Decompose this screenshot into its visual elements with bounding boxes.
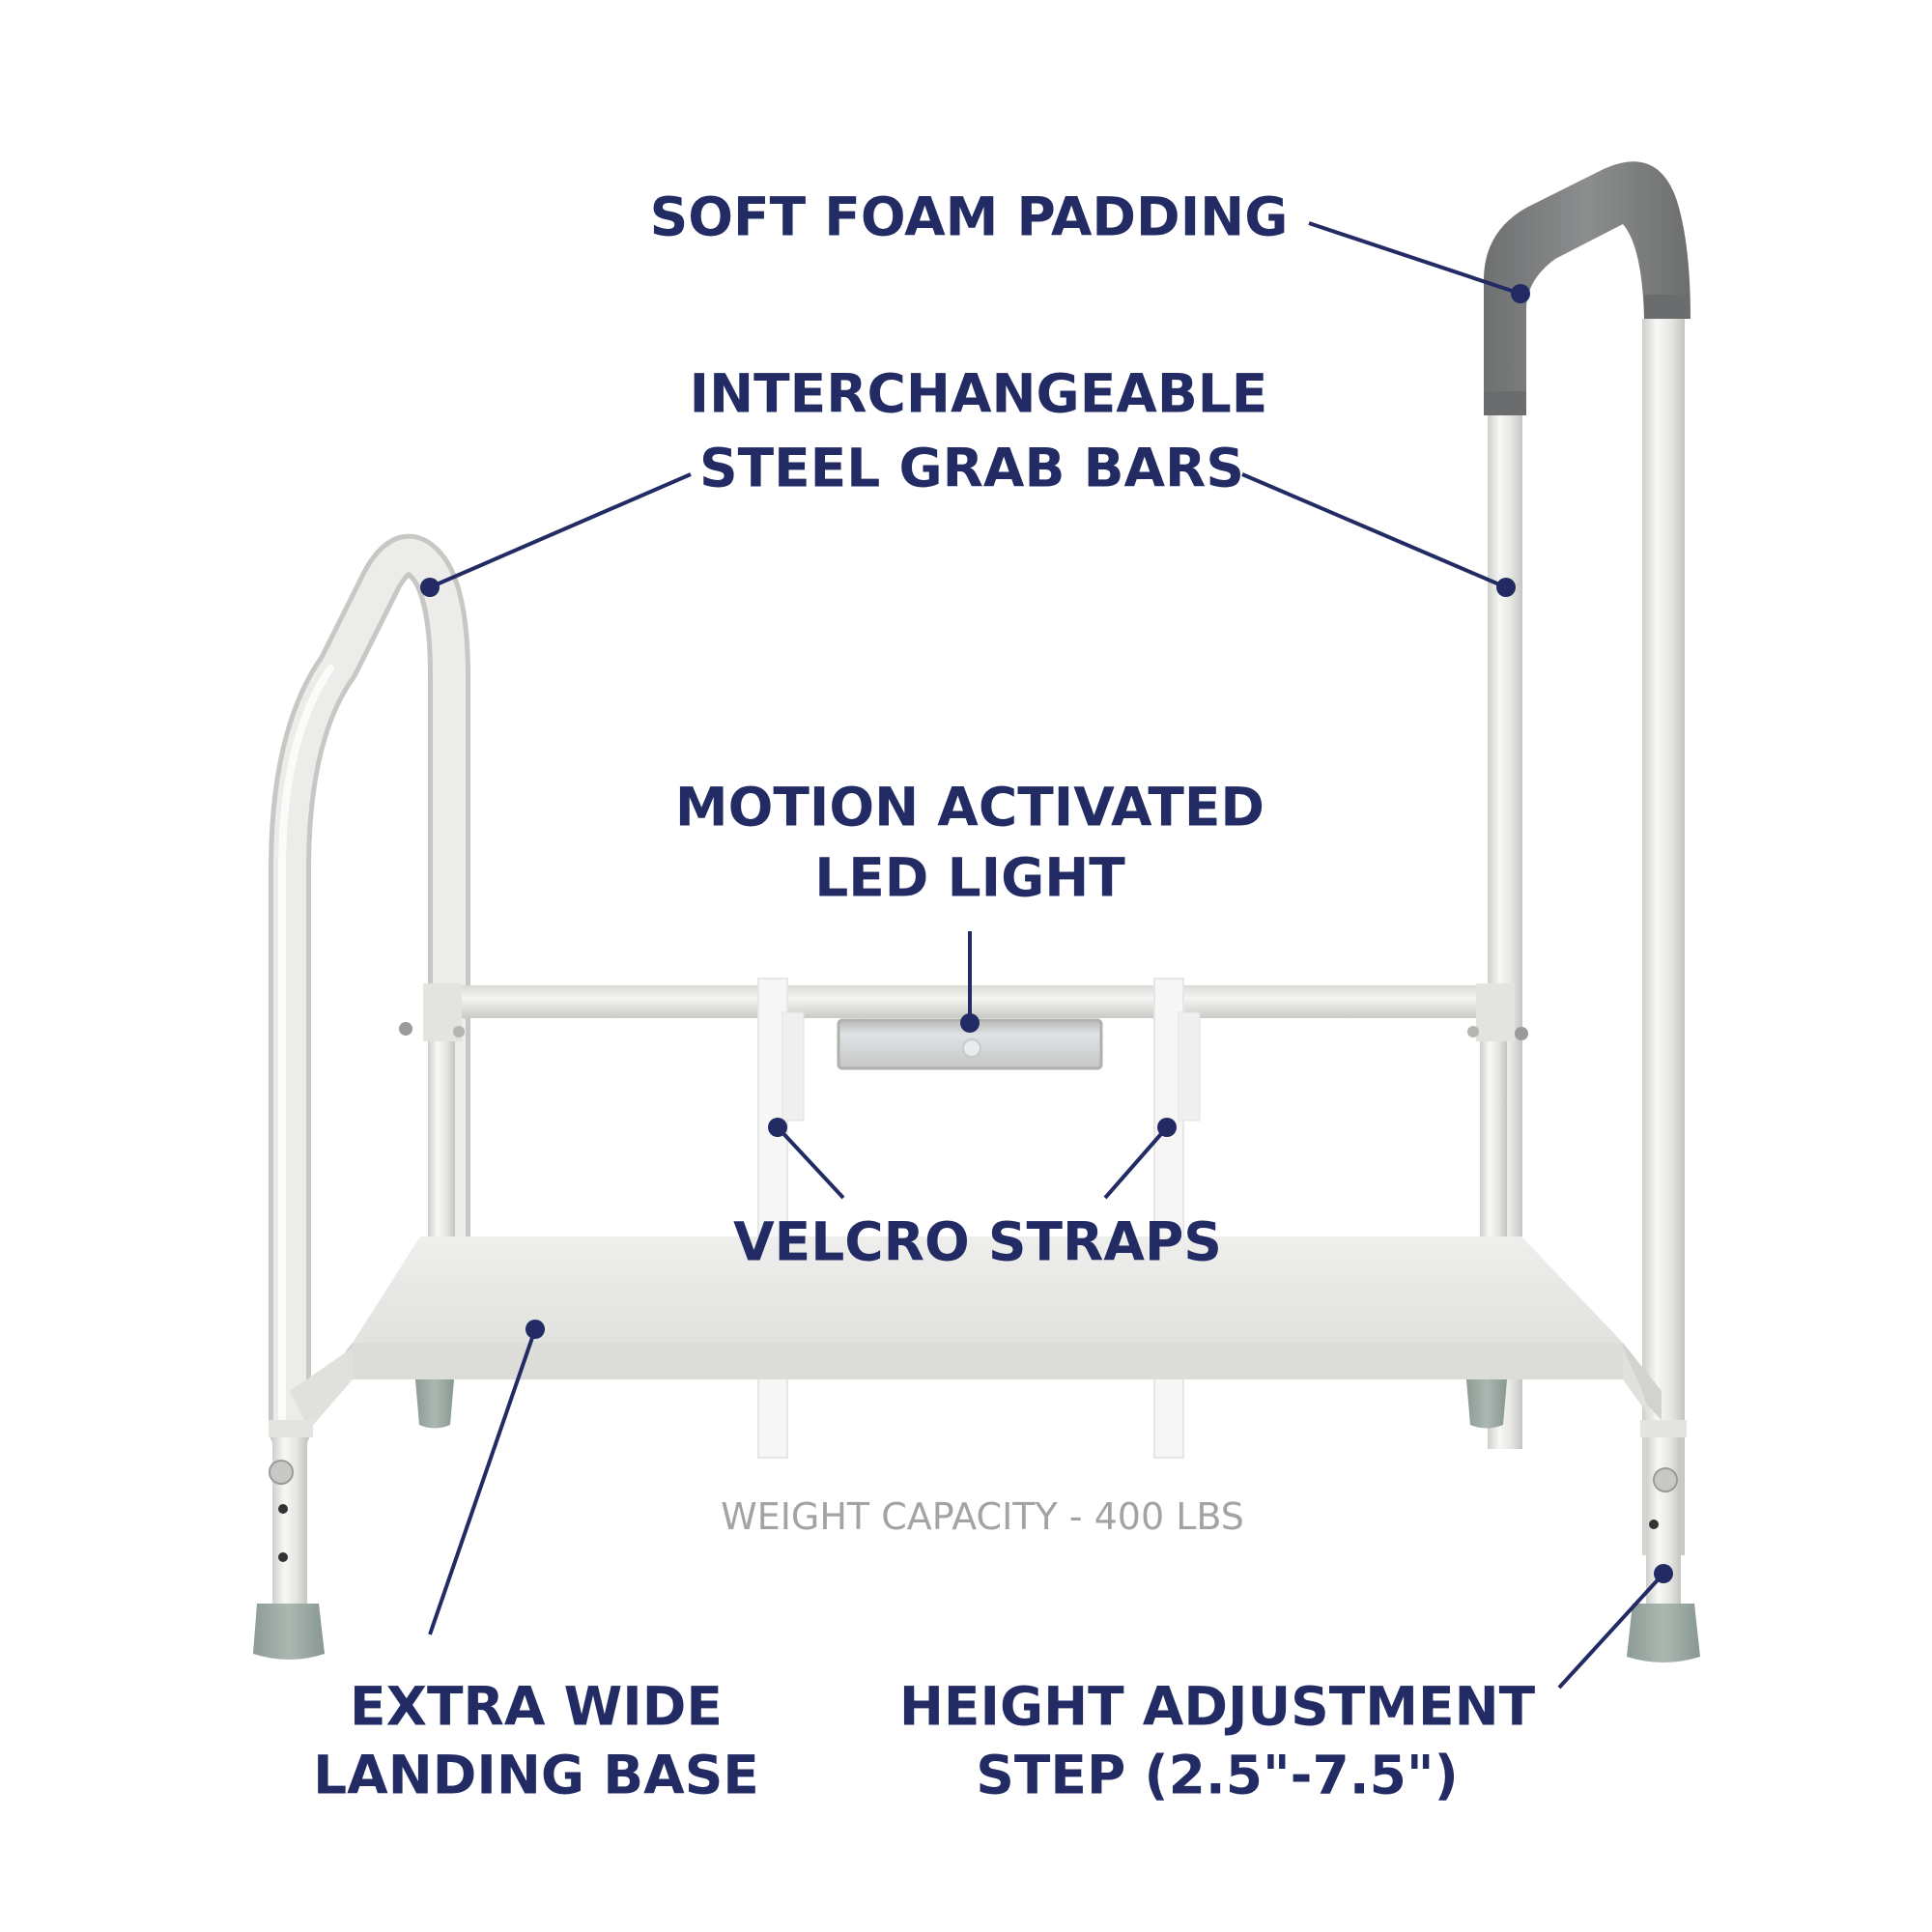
label-led-line2: LED LIGHT	[814, 846, 1125, 909]
leader-grab-left	[429, 472, 692, 589]
dot-grab-left	[420, 578, 440, 597]
leader-foam	[1308, 221, 1521, 296]
front-leg-left	[253, 1420, 325, 1660]
right-grab-bar	[1484, 161, 1690, 1555]
dot-height	[1654, 1564, 1673, 1583]
leader-velcro-right	[1103, 1125, 1169, 1200]
left-grab-bar	[269, 533, 470, 1451]
label-soft-foam-padding: SOFT FOAM PADDING	[649, 185, 1289, 248]
front-foot-right	[1627, 1604, 1700, 1662]
front-leg-right	[1627, 1420, 1700, 1662]
rear-foot-left	[415, 1379, 454, 1429]
leader-dots	[420, 284, 1673, 1583]
label-grab-bars-line2: STEEL GRAB BARS	[698, 437, 1245, 499]
dot-grab-right	[1496, 578, 1516, 597]
leader-grab-right	[1241, 472, 1507, 589]
label-led-line1: MOTION ACTIVATED	[674, 776, 1265, 838]
label-height-adjustment-line2: STEP (2.5"-7.5")	[976, 1744, 1459, 1806]
label-landing-base-line1: EXTRA WIDE	[350, 1675, 723, 1738]
left-inner-post	[428, 1041, 455, 1239]
label-grab-bars-line1: INTERCHANGEABLE	[689, 362, 1268, 425]
leader-height	[1557, 1572, 1665, 1690]
right-inner-post	[1480, 1041, 1507, 1239]
dot-base	[526, 1320, 545, 1339]
foam-padding	[1484, 161, 1690, 415]
leader-lines	[428, 221, 1665, 1690]
dot-foam	[1511, 284, 1530, 303]
label-velcro-straps: VELCRO STRAPS	[733, 1210, 1222, 1273]
dot-led	[960, 1013, 980, 1033]
leader-base	[428, 1328, 537, 1635]
landing-platform	[290, 1236, 1662, 1430]
dot-velcro-right	[1157, 1118, 1177, 1137]
front-foot-left	[253, 1604, 325, 1660]
label-landing-base-line2: LANDING BASE	[313, 1744, 759, 1806]
label-height-adjustment-line1: HEIGHT ADJUSTMENT	[898, 1675, 1536, 1738]
dot-velcro-left	[768, 1118, 787, 1137]
weight-capacity-caption: WEIGHT CAPACITY - 400 LBS	[721, 1495, 1244, 1538]
leader-velcro-left	[776, 1125, 845, 1200]
rear-foot-right	[1466, 1379, 1507, 1429]
